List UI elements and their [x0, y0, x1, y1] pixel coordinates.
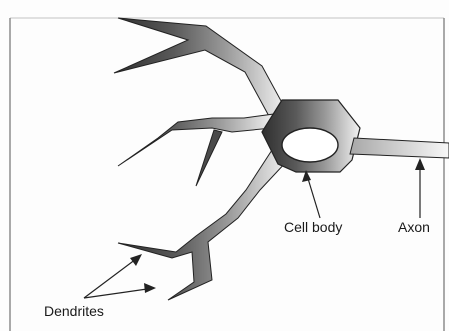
dendrite-middle [118, 114, 274, 166]
dendrite-middle-spur [196, 130, 222, 186]
axon-arrow [415, 158, 425, 218]
cell-body-arrow [302, 170, 320, 218]
dendrite-upper [114, 18, 286, 118]
axon [350, 138, 449, 158]
dendrites-label: Dendrites [44, 303, 104, 319]
axon-label: Axon [398, 219, 430, 235]
nucleus [282, 128, 338, 162]
cell-body-label: Cell body [284, 219, 342, 235]
